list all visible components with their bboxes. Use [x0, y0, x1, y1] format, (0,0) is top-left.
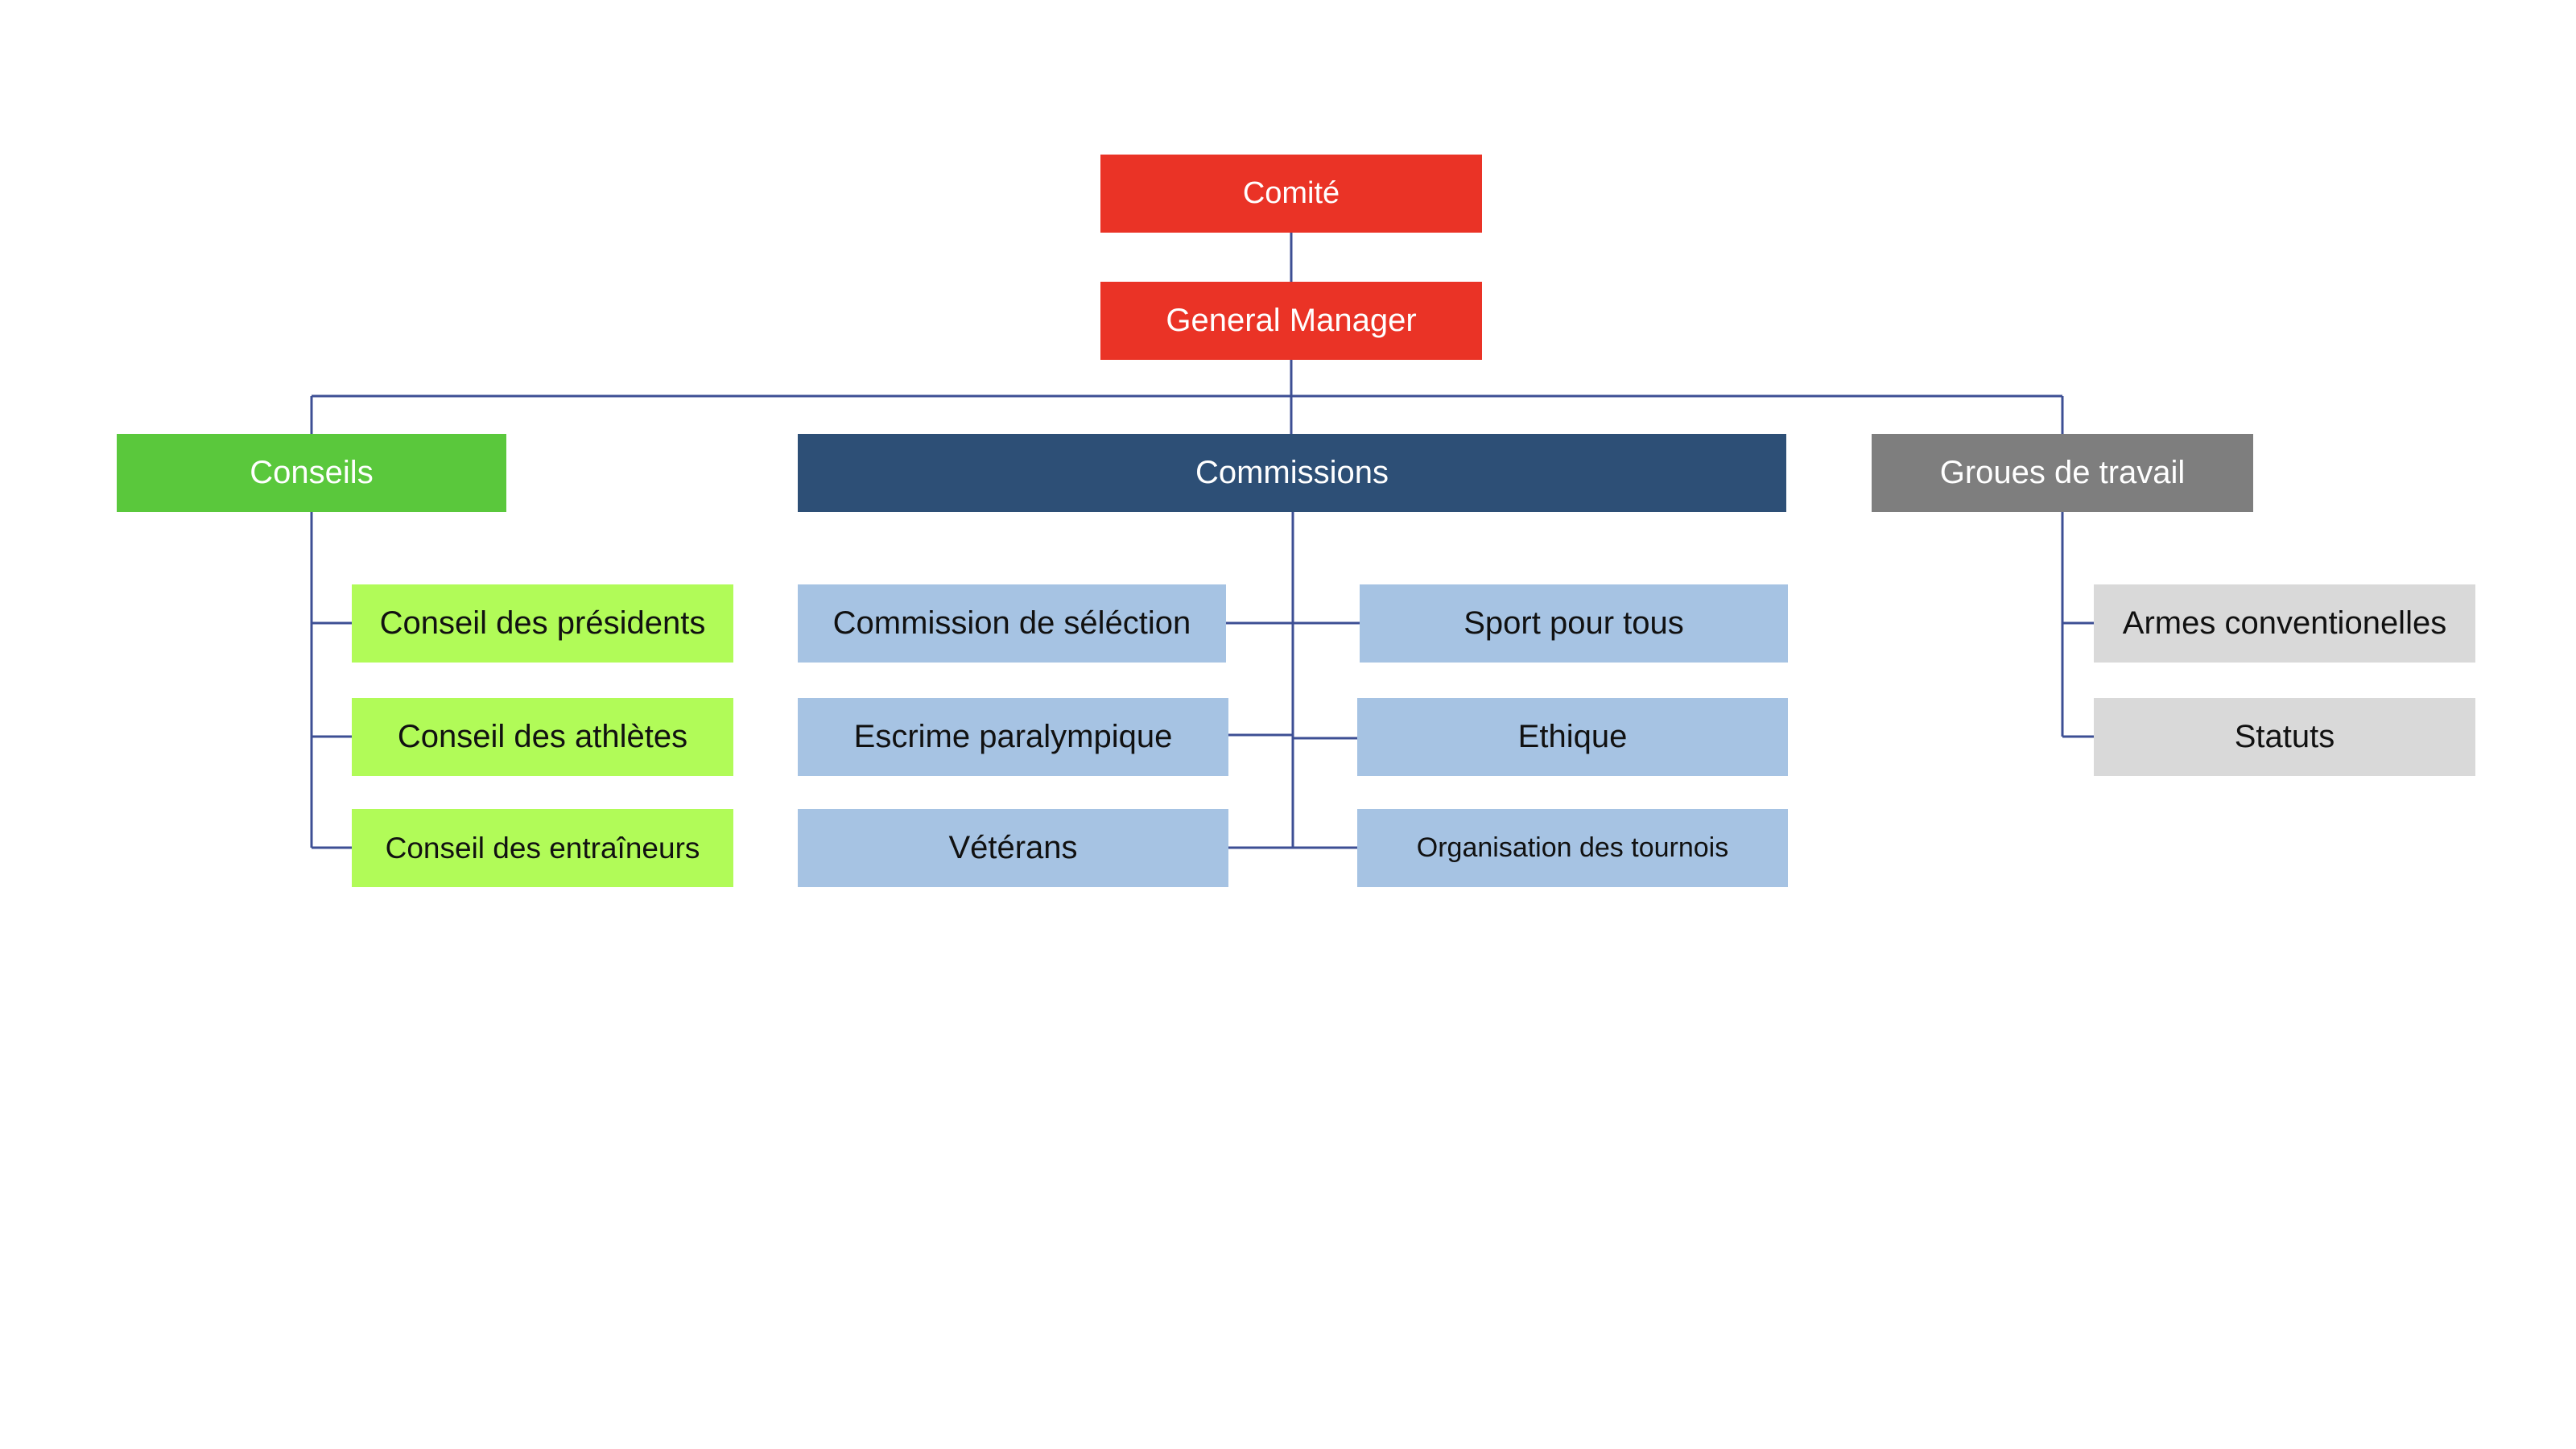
node-ethique: Ethique [1357, 698, 1788, 776]
node-conseils-label: Conseils [250, 455, 374, 490]
node-label: Commission de séléction [832, 605, 1191, 641]
node-conseils: Conseils [117, 434, 506, 512]
node-groupes-de-travail: Groues de travail [1872, 434, 2253, 512]
node-label: Armes conventionelles [2122, 605, 2447, 641]
node-label: Conseil des entraîneurs [385, 831, 700, 865]
node-escrime-paralympique: Escrime paralympique [798, 698, 1228, 776]
node-groupes-label: Groues de travail [1939, 455, 2186, 490]
node-sport-pour-tous: Sport pour tous [1360, 584, 1788, 663]
node-label: Statuts [2234, 719, 2335, 754]
node-comite: Comité [1100, 155, 1482, 233]
node-conseil-entraineurs: Conseil des entraîneurs [352, 809, 733, 887]
node-label: Vétérans [948, 830, 1078, 865]
node-veterans: Vétérans [798, 809, 1228, 887]
node-label: Ethique [1517, 719, 1628, 754]
node-label: Conseil des présidents [379, 605, 706, 641]
node-commission-selection: Commission de séléction [798, 584, 1226, 663]
node-armes-conventionelles: Armes conventionelles [2094, 584, 2475, 663]
node-label: Sport pour tous [1463, 605, 1684, 641]
node-commissions: Commissions [798, 434, 1786, 512]
node-commissions-label: Commissions [1195, 455, 1389, 490]
node-label: Escrime paralympique [853, 719, 1173, 754]
node-general-manager-label: General Manager [1166, 303, 1417, 338]
node-conseil-athletes: Conseil des athlètes [352, 698, 733, 776]
node-organisation-tournois: Organisation des tournois [1357, 809, 1788, 887]
node-label: Conseil des athlètes [397, 719, 688, 754]
node-general-manager: General Manager [1100, 282, 1482, 360]
node-comite-label: Comité [1242, 176, 1340, 210]
node-label: Organisation des tournois [1416, 832, 1729, 863]
node-statuts: Statuts [2094, 698, 2475, 776]
node-conseil-presidents: Conseil des présidents [352, 584, 733, 663]
